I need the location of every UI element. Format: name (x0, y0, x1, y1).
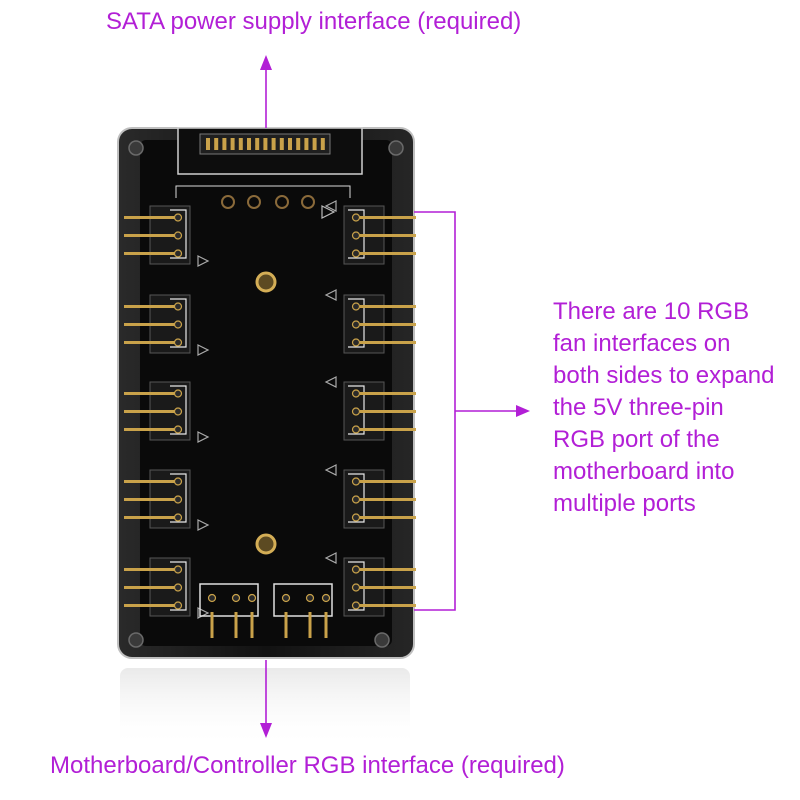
triangle-marker (324, 289, 337, 301)
silkscreen-line (175, 185, 351, 198)
bottom-rgb-headers (199, 583, 333, 638)
triangle-marker (324, 376, 337, 388)
annotation-line: multiple ports (553, 490, 696, 517)
sata-pins (206, 138, 325, 150)
sata-pin (214, 138, 219, 150)
brass-standoffs (255, 271, 277, 555)
fan-port (324, 376, 416, 441)
sata-pin (288, 138, 292, 150)
triangle-marker (197, 344, 210, 356)
sata-pin (271, 138, 276, 150)
triangle-marker (321, 205, 336, 219)
hub-pcb (140, 140, 392, 646)
triangle-marker (197, 255, 210, 267)
annotation-line: motherboard into (553, 458, 735, 485)
sata-pin (230, 138, 235, 150)
corner-screws (128, 140, 404, 648)
fan-port (124, 381, 210, 443)
sata-connector (177, 127, 363, 175)
sata-pin (296, 138, 301, 150)
sata-pin (247, 138, 251, 150)
sata-pin (238, 138, 243, 150)
annotation-line: fan interfaces on (553, 330, 731, 357)
fan-port (124, 294, 210, 356)
fan-port (124, 469, 210, 531)
solder-pads-top (221, 195, 315, 209)
sata-pin (304, 138, 309, 150)
annotation-arrows (260, 55, 530, 738)
fan-port (124, 205, 210, 267)
triangle-marker (324, 552, 337, 564)
triangle-marker (324, 200, 337, 212)
sata-annotation-label: SATA power supply interface (required) (106, 8, 522, 35)
sata-pin (255, 138, 260, 150)
sata-pin (206, 138, 210, 150)
fan-port (324, 289, 416, 354)
fan-port (324, 200, 416, 265)
annotation-line: the 5V three-pin (553, 394, 724, 421)
rgb-input-annotation-label: Motherboard/Controller RGB interface (re… (50, 752, 565, 779)
sata-pin (263, 138, 268, 150)
triangle-marker (197, 431, 210, 443)
fan-ports-annotation-label: There are 10 RGB fan interfaces on both … (553, 296, 793, 520)
annotation-line: both sides to expand (553, 362, 775, 389)
fan-port (124, 557, 210, 619)
fan-port (324, 464, 416, 529)
annotation-line: There are 10 RGB (553, 298, 750, 325)
sata-pin (222, 138, 227, 150)
annotation-line: RGB port of the (553, 426, 720, 453)
left-fan-ports (124, 205, 210, 619)
fan-port (324, 552, 416, 617)
sata-pin (279, 138, 284, 150)
board-reflection (120, 668, 410, 748)
sata-pin (320, 138, 325, 150)
triangle-marker (324, 464, 337, 476)
bottom-header-pins (207, 593, 331, 638)
sata-pin (312, 138, 317, 150)
right-fan-ports (324, 200, 416, 617)
triangle-marker (197, 519, 210, 531)
